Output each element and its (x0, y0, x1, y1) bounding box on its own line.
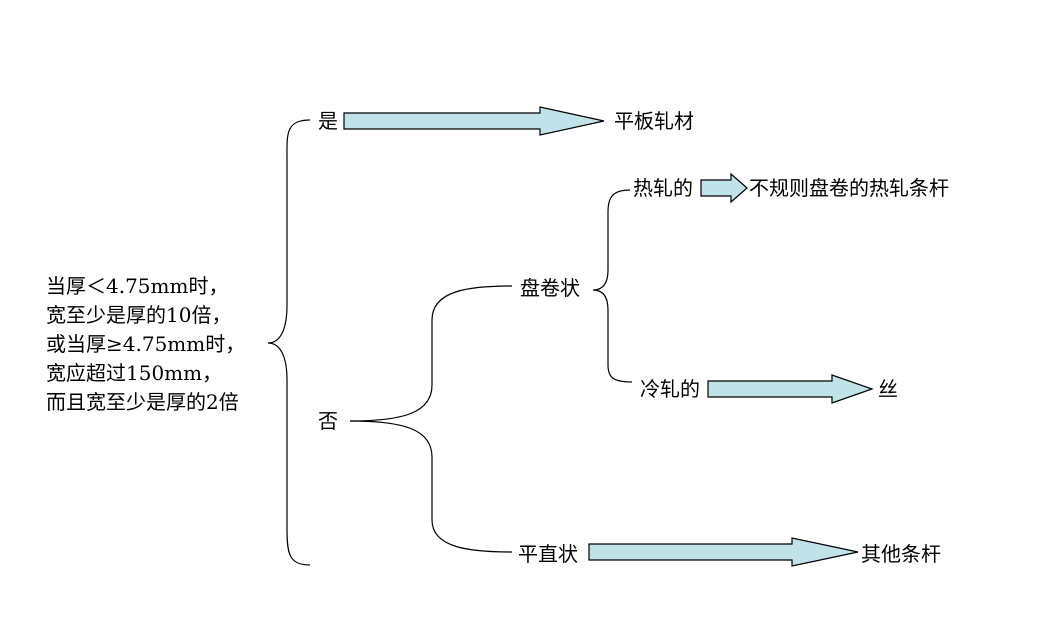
no-split-lower (349, 420, 513, 553)
label-yes: 是 (318, 109, 338, 133)
label-other-bars: 其他条杆 (861, 542, 941, 566)
label-no: 否 (318, 409, 338, 433)
label-flat-rolled: 平板轧材 (614, 109, 694, 133)
main-brace (267, 119, 311, 566)
coiled-brace (592, 189, 633, 383)
label-cold-rolled: 冷轧的 (640, 377, 700, 401)
condition-text: 当厚＜4.75mm时， 宽至少是厚的10倍， 或当厚≥4.75mm时， 宽应超过… (46, 272, 245, 417)
label-irregular-coil: 不规则盘卷的热轧条杆 (749, 176, 949, 200)
condition-line: 或当厚≥4.75mm时， (46, 332, 246, 356)
condition-line: 宽应超过150mm， (46, 361, 223, 385)
condition-line: 宽至少是厚的10倍， (46, 303, 232, 327)
arrow-cold-to-wire (707, 374, 874, 404)
no-split-upper (349, 285, 513, 422)
label-hot-rolled: 热轧的 (633, 176, 693, 200)
arrow-yes-to-flat (343, 106, 605, 136)
condition-line: 当厚＜4.75mm时， (46, 274, 229, 298)
label-straight: 平直状 (518, 542, 578, 566)
arrow-straight-to-other (588, 537, 859, 567)
arrow-hot-to-irregular (700, 172, 748, 204)
label-wire: 丝 (878, 377, 898, 401)
label-coiled: 盘卷状 (520, 276, 580, 300)
condition-line: 而且宽至少是厚的2倍 (46, 390, 239, 414)
